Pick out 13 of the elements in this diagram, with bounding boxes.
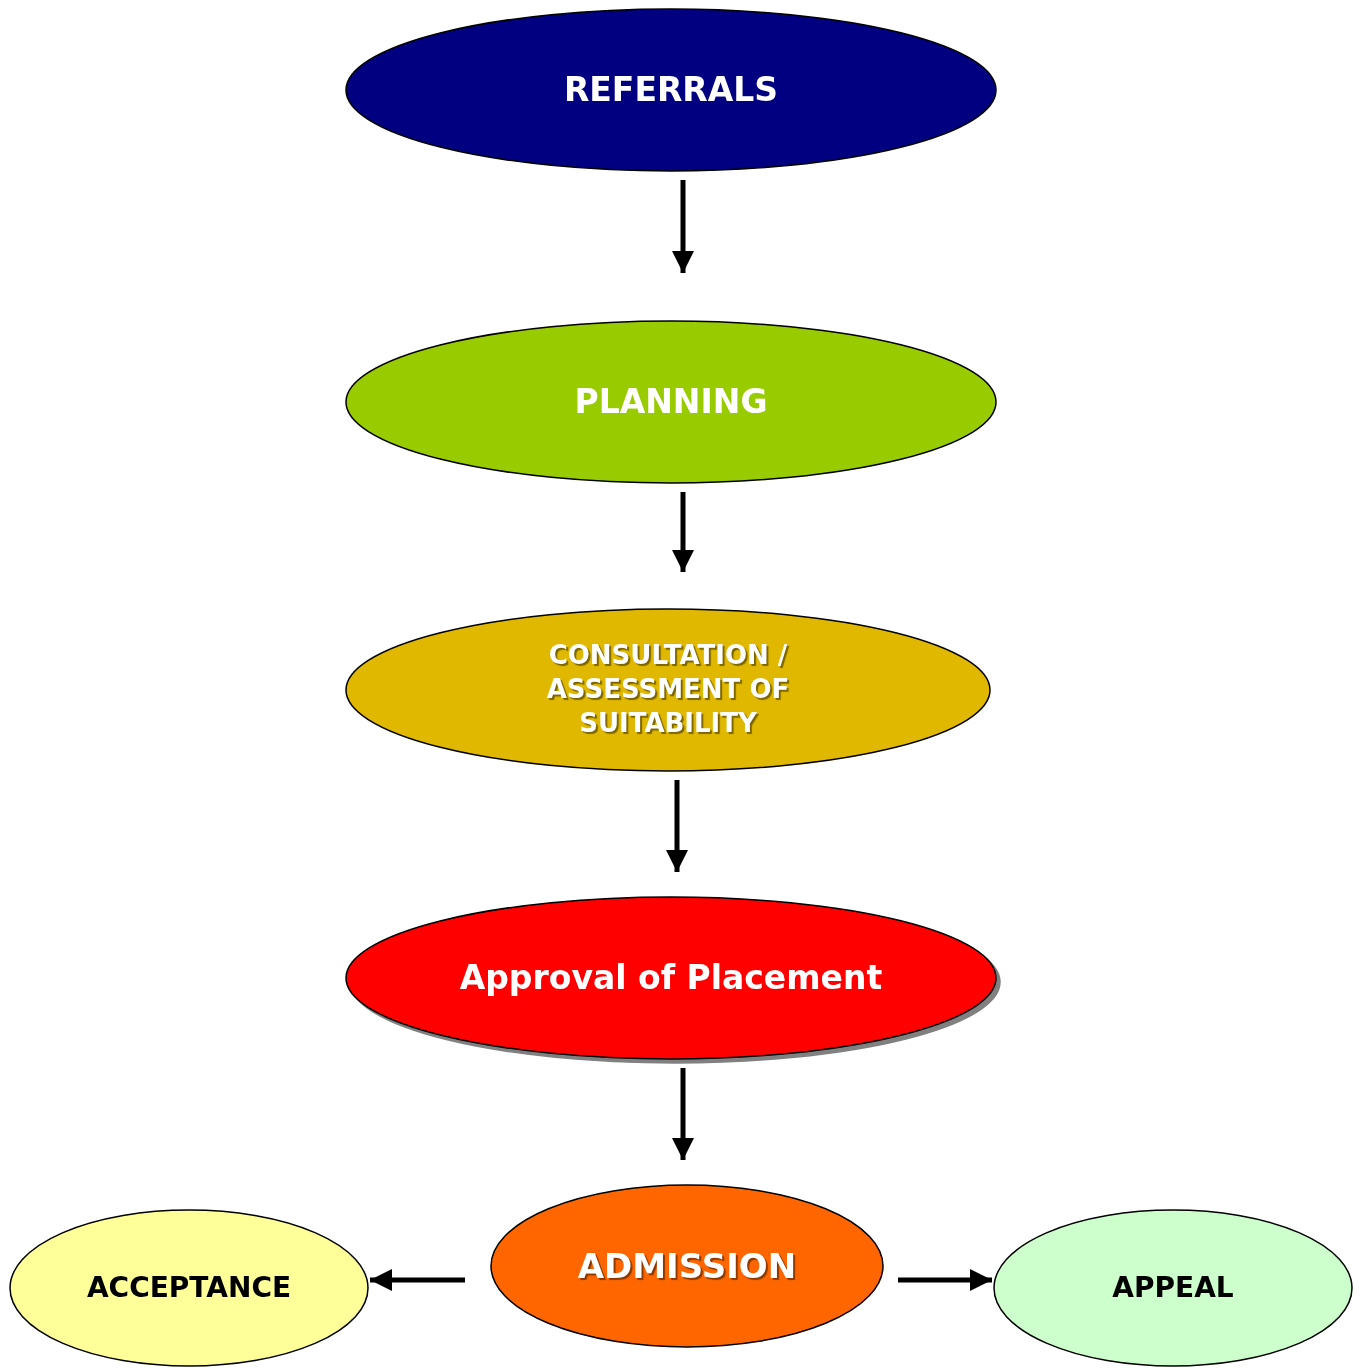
- node-label: REFERRALS: [562, 68, 780, 111]
- arrow: [672, 180, 694, 273]
- arrow: [370, 1269, 465, 1291]
- node-label: ADMISSION: [576, 1244, 798, 1288]
- arrow: [666, 780, 688, 872]
- arrow: [672, 492, 694, 572]
- node-label: PLANNING: [573, 380, 769, 423]
- arrow: [898, 1269, 992, 1291]
- node-label: ACCEPTANCE: [85, 1269, 293, 1306]
- node-label: Approval of Placement: [458, 956, 884, 999]
- node-label: APPEAL: [1111, 1269, 1235, 1306]
- node-label: CONSULTATION / ASSESSMENT OF SUITABILITY: [545, 639, 791, 740]
- arrow: [672, 1068, 694, 1160]
